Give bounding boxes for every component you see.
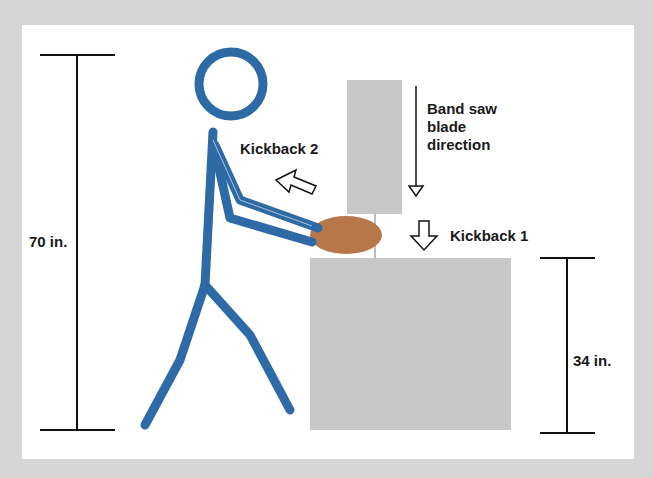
dimension-label: 70 in. [29,233,67,251]
dimension-line [566,258,568,433]
dimension-label: 34 in. [573,352,631,370]
dimension-tick [40,429,115,431]
stick-figure [145,52,318,425]
blade-direction-label: Band saw blade direction [427,100,519,154]
kickback-label: Kickback 2 [240,140,350,158]
direction-arrow [415,86,417,186]
dimension-tick [540,432,595,434]
saw-table [310,258,511,430]
left-leg [145,285,205,425]
right-leg [205,285,290,410]
kickback-arrow [276,170,316,194]
arrow-head [409,186,423,196]
dimension-tick [40,54,115,56]
kickback-label: Kickback 1 [450,227,560,245]
dimension-line [76,55,78,430]
head [199,52,263,116]
dimension-tick [540,257,595,259]
left-arm [215,150,312,242]
blade-guard [347,80,402,214]
workpiece [310,216,382,254]
kickback-arrow [411,221,437,250]
